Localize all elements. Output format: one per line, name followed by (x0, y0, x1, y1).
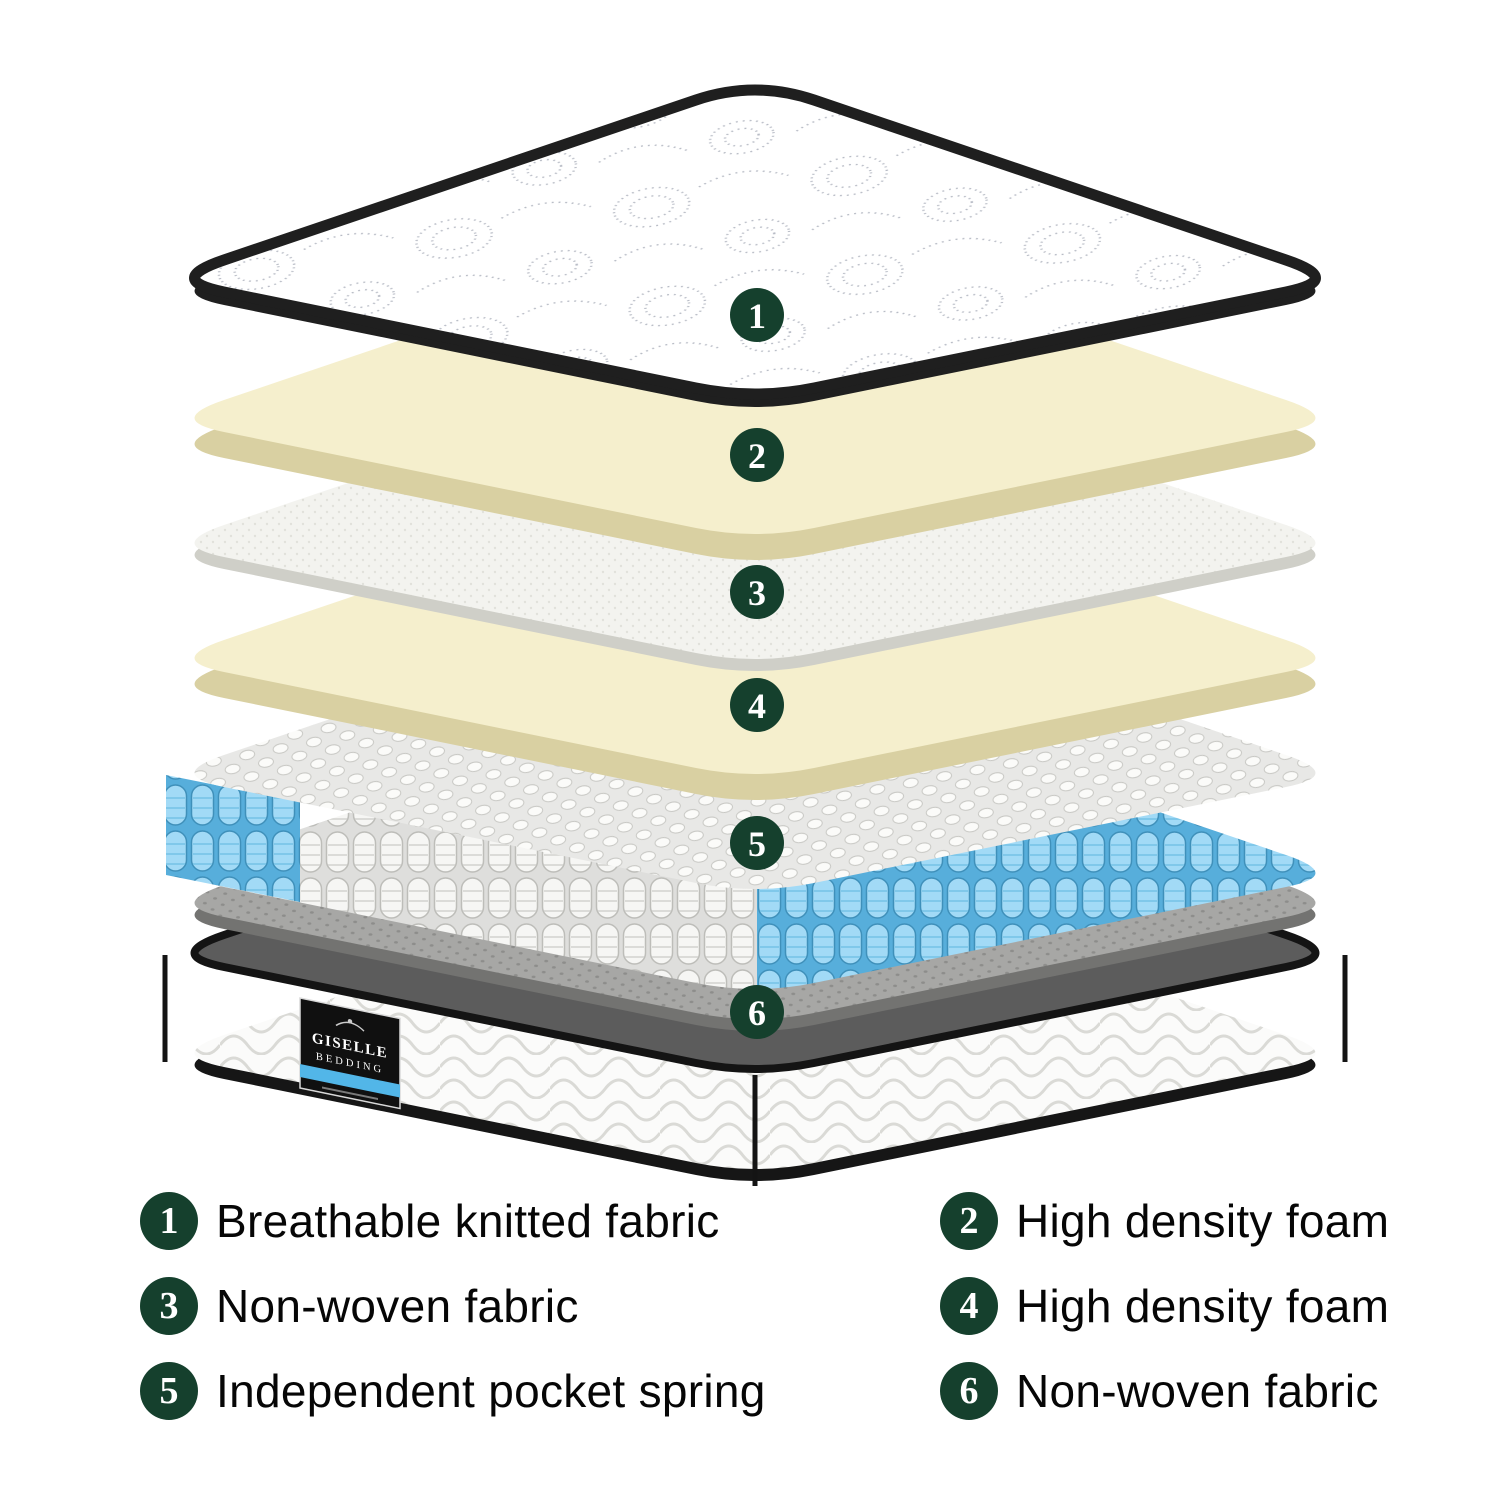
callout-3: 3 (730, 565, 784, 619)
legend-item-3: 3 Non-woven fabric (140, 1277, 940, 1335)
brand-crest-dot-icon (347, 1019, 353, 1024)
callout-4: 4 (730, 678, 784, 732)
callout-1-number: 1 (748, 296, 766, 336)
legend-badge-2: 2 (940, 1192, 998, 1250)
base-corner-piping (162, 955, 1348, 1186)
callout-3-number: 3 (748, 573, 766, 613)
legend-badge-6: 6 (940, 1362, 998, 1420)
legend-item-2: 2 High density foam (940, 1192, 1440, 1250)
callout-5-circle (730, 816, 784, 870)
legend-label-1: Breathable knitted fabric (216, 1195, 720, 1247)
mattress-exploded-view: GISELLE BEDDING (162, 0, 1348, 1186)
mattress-base: GISELLE BEDDING (162, 765, 1348, 1186)
legend-badge-4: 4 (940, 1277, 998, 1335)
springs-blue-corner (166, 775, 300, 902)
callout-6: 6 (730, 985, 784, 1039)
legend-label-2: High density foam (1016, 1195, 1390, 1247)
brand-label-blue-stripe (300, 1064, 400, 1098)
legend-label-4: High density foam (1016, 1280, 1390, 1332)
legend-badge-3: 3 (140, 1277, 198, 1335)
callout-1: 1 (730, 288, 784, 342)
legend-item-5: 5 Independent pocket spring (140, 1362, 940, 1420)
legend-label-6: Non-woven fabric (1016, 1365, 1379, 1417)
legend-badge-5: 5 (140, 1362, 198, 1420)
callout-6-number: 6 (748, 993, 766, 1033)
callout-5-number: 5 (748, 824, 766, 864)
callout-5: 5 (730, 816, 784, 870)
legend-badge-1: 1 (140, 1192, 198, 1250)
callout-6-circle (730, 985, 784, 1039)
layer-5-pocket-springs (166, 585, 1316, 989)
callout-1-circle (730, 288, 784, 342)
layer-1-top-face (195, 90, 1316, 394)
legend-item-1: 1 Breathable knitted fabric (140, 1192, 940, 1250)
callout-2-number: 2 (748, 436, 766, 476)
callout-4-circle (730, 678, 784, 732)
brand-label-fineprint-line (322, 1086, 378, 1101)
brand-label: GISELLE BEDDING (299, 997, 401, 1110)
callout-2-circle (730, 428, 784, 482)
legend-label-3: Non-woven fabric (216, 1280, 579, 1332)
callout-3-circle (730, 565, 784, 619)
legend: 1 Breathable knitted fabric 2 High densi… (140, 1192, 1440, 1420)
callout-2: 2 (730, 428, 784, 482)
legend-label-5: Independent pocket spring (216, 1365, 766, 1417)
callout-4-number: 4 (748, 686, 766, 726)
legend-item-4: 4 High density foam (940, 1277, 1440, 1335)
legend-item-6: 6 Non-woven fabric (940, 1362, 1440, 1420)
